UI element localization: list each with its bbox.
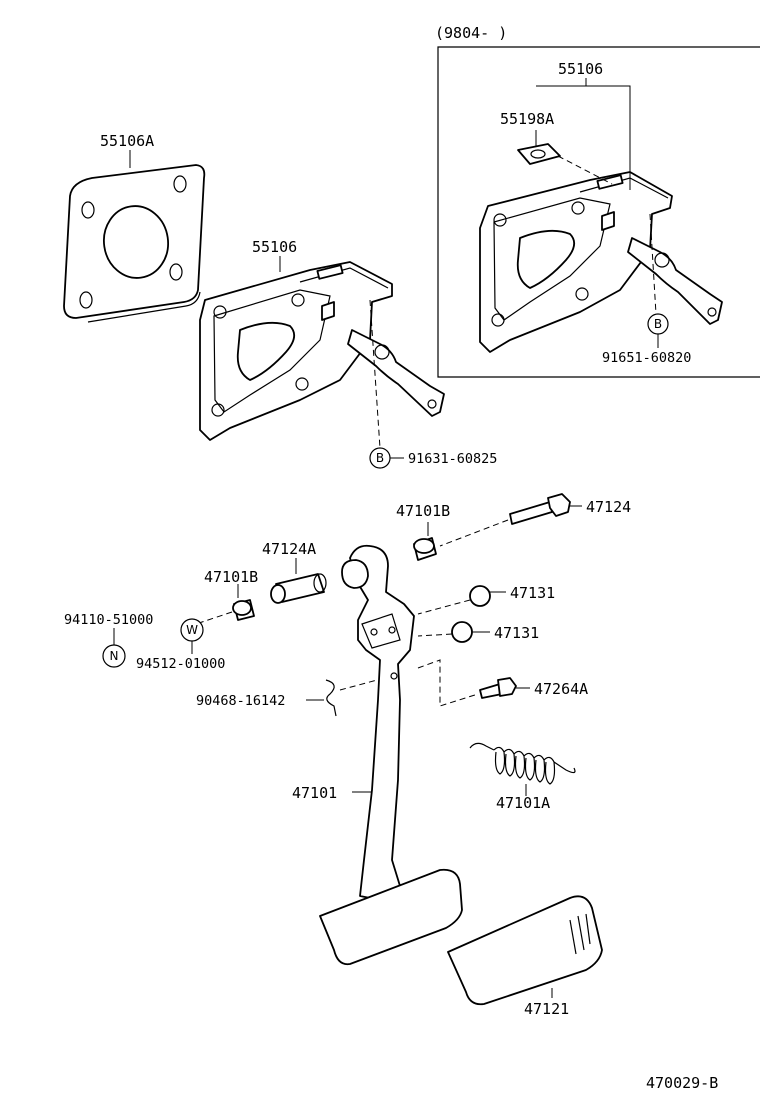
label-47124A: 47124A xyxy=(262,540,316,558)
label-47124: 47124 xyxy=(586,498,631,516)
stopper-47131-a: 47131 xyxy=(417,584,555,615)
callout-b-inset-letter: B xyxy=(654,317,662,331)
clip-90468: 90468-16142 xyxy=(196,675,393,717)
bolt-47264A: 47264A xyxy=(417,659,588,707)
label-47101B-top: 47101B xyxy=(396,502,450,520)
label-90468-16142: 90468-16142 xyxy=(196,693,285,709)
label-55198A: 55198A xyxy=(500,110,554,128)
label-91651-60820: 91651-60820 xyxy=(602,350,691,366)
inset-frame: (9804- ) xyxy=(435,24,760,378)
bracket-55106-inset: 55198A 55106 xyxy=(479,60,723,353)
bushing-47101B-left: 47101B xyxy=(195,568,258,625)
pedal-arm-47101: 47101 xyxy=(292,544,415,901)
figure-code: 470029-B xyxy=(646,1074,718,1092)
label-94512-01000: 94512-01000 xyxy=(136,656,225,672)
label-47131-b: 47131 xyxy=(494,624,539,642)
bolt-47124: 47124 xyxy=(439,493,631,547)
label-47101A: 47101A xyxy=(496,794,550,812)
callout-b-inset: B 91651-60820 xyxy=(602,313,691,366)
callout-n-letter: N xyxy=(110,649,119,663)
callout-w-letter: W xyxy=(186,623,198,637)
pedal-plate xyxy=(319,868,463,966)
label-55106-inset: 55106 xyxy=(558,60,603,78)
collar-47124A: 47124A xyxy=(262,540,327,604)
callout-b-main-letter: B xyxy=(376,451,384,465)
bushing-47101B-top: 47101B xyxy=(396,502,450,561)
inset-range-label: (9804- ) xyxy=(435,24,507,42)
label-47101: 47101 xyxy=(292,784,337,802)
label-55106A: 55106A xyxy=(100,132,154,150)
label-55106-main: 55106 xyxy=(252,238,297,256)
label-91631-60825: 91631-60825 xyxy=(408,451,497,467)
pad-47121: 47121 xyxy=(447,895,603,1018)
plate-55106A: 55106A xyxy=(63,132,206,323)
bracket-55106-main: 55106 xyxy=(199,238,445,449)
label-94110-51000: 94110-51000 xyxy=(64,612,153,628)
label-47264A: 47264A xyxy=(534,680,588,698)
label-47131-a: 47131 xyxy=(510,584,555,602)
stopper-47131-b: 47131 xyxy=(417,621,539,643)
spring-47101A: 47101A xyxy=(469,742,576,812)
callout-w: W 94512-01000 xyxy=(136,618,225,672)
callout-b-main: B 91631-60825 xyxy=(369,447,497,469)
label-47121: 47121 xyxy=(524,1000,569,1018)
label-47101B-left: 47101B xyxy=(204,568,258,586)
callout-n: N 94110-51000 xyxy=(64,612,153,668)
